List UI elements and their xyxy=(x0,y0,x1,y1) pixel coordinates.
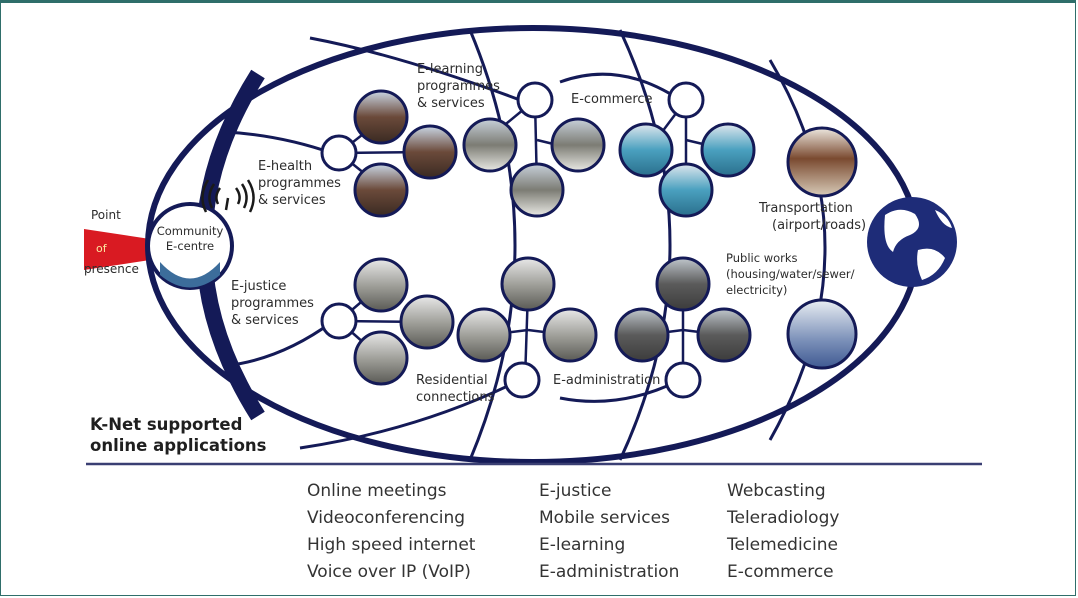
arc-2 xyxy=(618,29,672,461)
point-of-presence-link xyxy=(84,229,150,270)
arc-3 xyxy=(768,59,827,441)
elearning-label-1: E-learning xyxy=(417,62,483,77)
ejustice-label-1: E-justice xyxy=(231,279,286,294)
pop-label-2: of xyxy=(96,242,108,255)
ehealth-photo-2 xyxy=(402,124,458,180)
knet-title-2: online applications xyxy=(90,436,267,455)
residential-label-2: connections xyxy=(416,390,495,405)
application-item: Voice over IP (VoIP) xyxy=(307,562,471,582)
application-item: E-commerce xyxy=(727,562,834,582)
ecommerce-photo-3 xyxy=(658,162,714,218)
residential-label-1: Residential xyxy=(416,373,488,388)
application-item: Videoconferencing xyxy=(307,508,466,528)
elearning-label-3: & services xyxy=(417,96,485,111)
application-item: High speed internet xyxy=(307,535,476,555)
ejustice-hub xyxy=(320,302,358,340)
applications-column-2: E-justice Mobile services E-learning E-a… xyxy=(539,478,679,586)
application-item: E-justice xyxy=(539,481,612,501)
elearning-label-2: programmes xyxy=(417,79,500,94)
eadministration-label: E-administration xyxy=(553,373,660,388)
residential-hub xyxy=(503,361,541,399)
ehealth-label-2: programmes xyxy=(258,176,341,191)
centre-label-2: E-centre xyxy=(166,239,214,253)
transportation-label-1: Transportation xyxy=(758,201,853,216)
ehealth-hub xyxy=(320,134,358,172)
transportation-photo xyxy=(786,126,858,198)
elearning-photo-1 xyxy=(462,117,518,173)
application-item: Telemedicine xyxy=(727,535,838,555)
eadmin-photo-1 xyxy=(655,256,711,312)
ejustice-label-3: & services xyxy=(231,313,299,328)
community-centre xyxy=(146,202,234,290)
applications-column-3: Webcasting Teleradiology Telemedicine E-… xyxy=(727,478,839,586)
ecommerce-hub xyxy=(667,81,705,119)
applications-column-1: Online meetings Videoconferencing High s… xyxy=(307,478,475,586)
application-item: Online meetings xyxy=(307,481,447,501)
ehealth-label-1: E-health xyxy=(258,159,312,174)
elearning-photo-3 xyxy=(509,162,565,218)
ejustice-photo-2 xyxy=(399,294,455,350)
residential-photo-2 xyxy=(456,307,512,363)
ehealth-label-3: & services xyxy=(258,193,326,208)
eadministration-hub xyxy=(664,361,702,399)
ejustice-photo-1 xyxy=(353,257,409,313)
eadmin-photo-2 xyxy=(614,307,670,363)
eadmin-photo-3 xyxy=(696,307,752,363)
public-works-label-2: (housing/water/sewer/ xyxy=(726,267,855,281)
public-works-label-3: electricity) xyxy=(726,283,787,297)
wireless-icon xyxy=(201,179,255,213)
application-item: E-administration xyxy=(539,562,680,582)
application-item: Mobile services xyxy=(539,508,670,528)
transportation-label-2: (airport/roads) xyxy=(772,218,866,233)
community-centre-photo xyxy=(160,262,220,288)
application-item: E-learning xyxy=(539,535,626,555)
elearning-hub xyxy=(516,81,554,119)
pop-label-3: presence xyxy=(84,262,139,276)
ejustice-photo-3 xyxy=(353,330,409,386)
application-item: Teleradiology xyxy=(727,508,840,528)
application-item: Webcasting xyxy=(727,481,826,501)
globe-icon xyxy=(867,197,957,287)
residential-photo-3 xyxy=(542,307,598,363)
ejustice-label-2: programmes xyxy=(231,296,314,311)
ehealth-photo-3 xyxy=(353,162,409,218)
elearning-photo-2 xyxy=(550,117,606,173)
ecommerce-photo-1 xyxy=(618,122,674,178)
public-works-photo xyxy=(786,298,858,370)
ehealth-photo-1 xyxy=(353,89,409,145)
public-works-label-1: Public works xyxy=(726,251,798,265)
ecommerce-label: E-commerce xyxy=(571,92,653,107)
ecommerce-photo-2 xyxy=(700,122,756,178)
pop-label-1: Point xyxy=(91,208,121,222)
residential-photo-1 xyxy=(500,256,556,312)
knet-title-1: K-Net supported xyxy=(90,415,242,434)
centre-label-1: Community xyxy=(157,224,224,238)
